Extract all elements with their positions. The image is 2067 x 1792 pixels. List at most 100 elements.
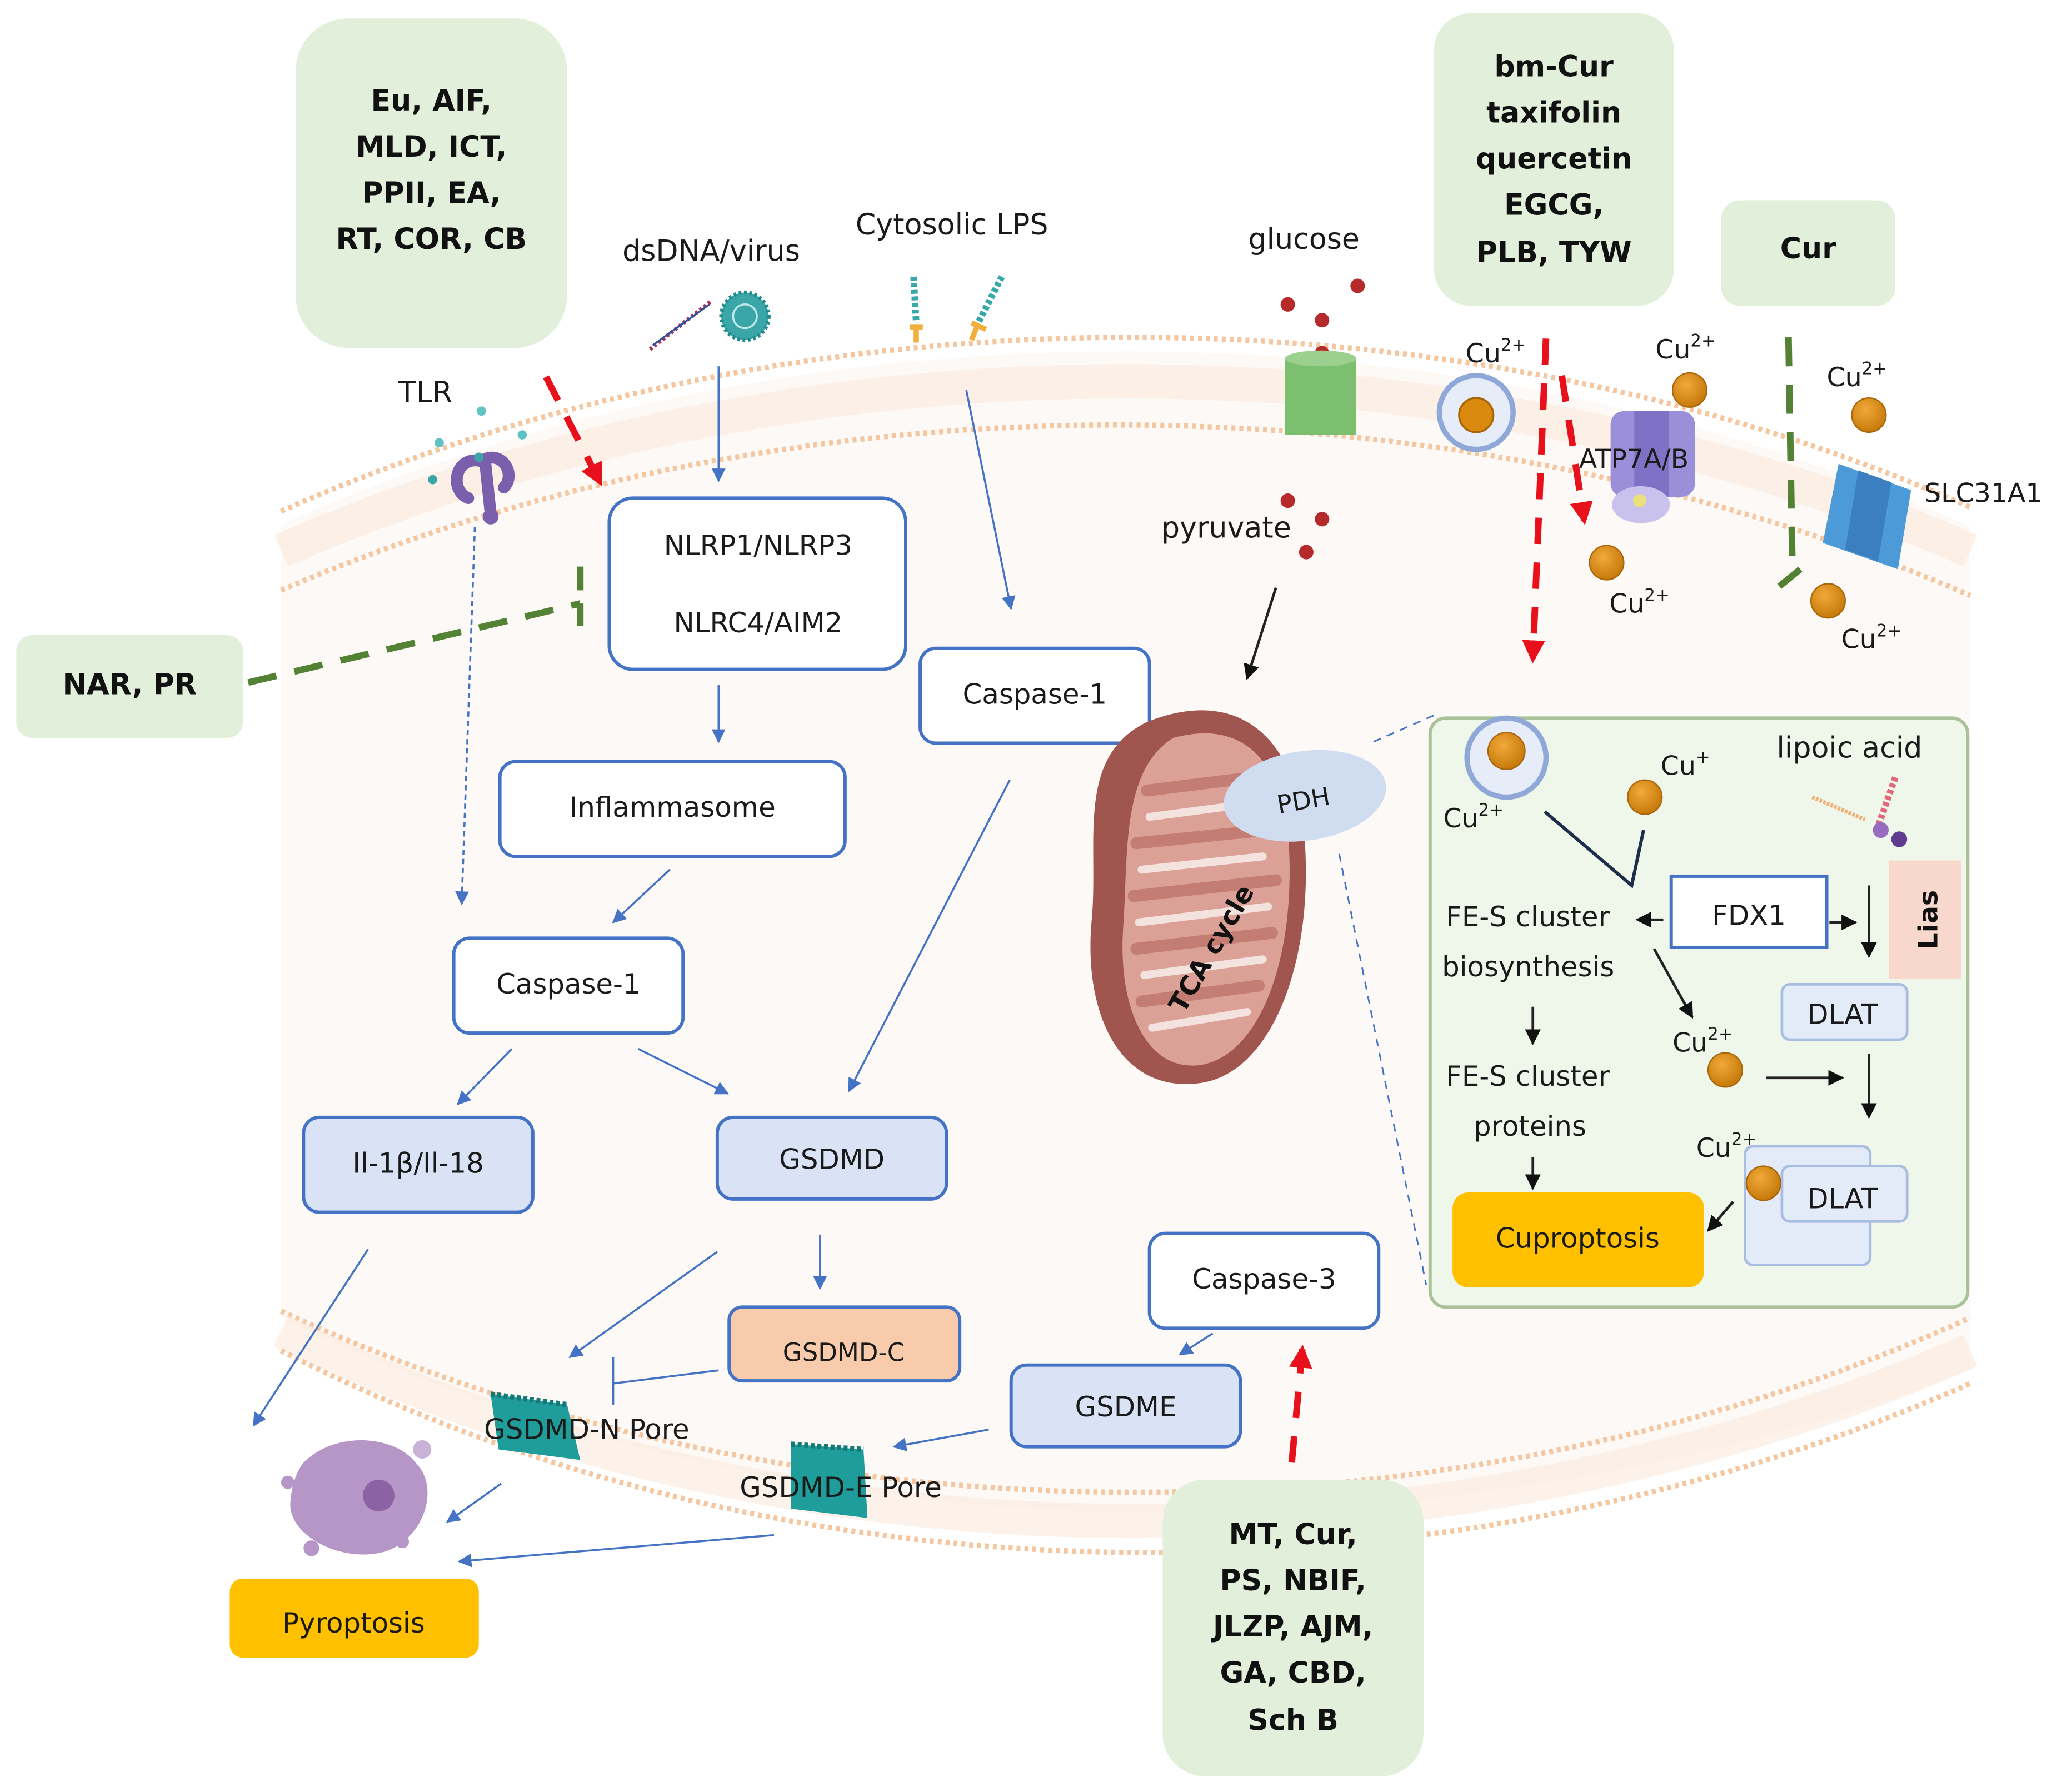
drug-text: MLD, ICT, xyxy=(356,131,507,164)
drug-box-top-left: Eu, AIF, MLD, ICT, PPII, EA, RT, COR, CB xyxy=(296,18,567,348)
fdx1-node[interactable]: FDX1 xyxy=(1669,874,1829,949)
drug-text: Cur xyxy=(1780,232,1836,266)
copper-ion-icon xyxy=(1745,1165,1781,1201)
inhibit-nar-pr xyxy=(247,566,584,686)
lipoic-acid-icon xyxy=(1811,776,1908,847)
slc31a1-transporter-icon xyxy=(1823,463,1911,570)
drug-text: taxifolin xyxy=(1486,97,1621,130)
il-label: Il-1β/Il-18 xyxy=(352,1147,484,1179)
arrow-gsdmd-n-pore xyxy=(568,1251,718,1358)
lps-icon xyxy=(910,275,1005,343)
gsdmd-n-pore-label: GSDMD-N Pore xyxy=(484,1413,690,1445)
arrow-e-pore-pyroptosis xyxy=(457,1534,774,1568)
copper-ion-icon xyxy=(1589,545,1625,581)
arrow-inflammasome-caspase1 xyxy=(612,868,671,924)
lias-node xyxy=(1888,860,1961,979)
gsdmd-e-pore-icon xyxy=(791,1441,868,1518)
cu2-inset-label: Cu2+ xyxy=(1443,800,1504,834)
nlrp-node[interactable]: NLRP1/NLRP3 NLRC4/AIM2 xyxy=(607,496,907,671)
pyruvate-label: pyruvate xyxy=(1161,512,1291,545)
copper-ion-icon xyxy=(1851,397,1887,433)
tlr-label: TLR xyxy=(398,376,452,409)
pyroptosis-outcome[interactable]: Pyroptosis xyxy=(229,1578,479,1658)
gsdmd-e-pore-label: GSDMD-E Pore xyxy=(740,1471,942,1504)
dlat-aggregate-node: DLAT xyxy=(1744,1145,1909,1266)
arrow-lps-caspase1 xyxy=(965,390,1016,610)
promote-arrow-top-right-short xyxy=(1559,375,1593,525)
drug-box-bottom: MT, Cur, PS, NBIF, JLZP, AJM, GA, CBD, S… xyxy=(1162,1479,1424,1776)
glucose-label: glucose xyxy=(1249,223,1360,256)
cuproptosis-panel: Cu2+ Cu+ lipoic acid Lias FDX1 FE-S clus… xyxy=(1428,715,1970,1309)
cu-label-vesicle: Cu2+ xyxy=(1466,335,1526,369)
gsdme-label: GSDME xyxy=(1075,1391,1177,1423)
slc31a1-label: SLC31A1 xyxy=(1924,478,2043,508)
inflammasome-node[interactable]: Inflammasome xyxy=(498,760,847,858)
drug-text: Sch B xyxy=(1247,1704,1339,1738)
caspase1-noncanonical-label: Caspase-1 xyxy=(963,678,1107,710)
fes-bio-line2: biosynthesis xyxy=(1442,951,1614,983)
drug-text: NAR, PR xyxy=(63,668,197,702)
cuproptosis-outcome[interactable]: Cuproptosis xyxy=(1452,1192,1705,1287)
arrow-tlr-caspase1 xyxy=(455,527,476,906)
dsdna-icon xyxy=(648,298,713,351)
gsdmd-n-pore-icon xyxy=(490,1391,581,1460)
glucose-transporter-icon xyxy=(1285,350,1356,435)
arrow-il-out xyxy=(252,1249,369,1427)
caspase3-label: Caspase-3 xyxy=(1192,1263,1336,1295)
drug-text: RT, COR, CB xyxy=(336,223,527,256)
virus-icon xyxy=(719,290,771,342)
cu-label: Cu2+ xyxy=(1609,585,1670,619)
caspase1-noncanonical-node[interactable]: Caspase-1 xyxy=(918,646,1151,745)
reduction-connector xyxy=(1544,810,1645,888)
cu-label: Cu2+ xyxy=(1827,358,1888,392)
zoom-callout-line-bottom xyxy=(1338,853,1427,1285)
inhibit-gsdmd-c xyxy=(613,1369,719,1385)
nlrp-node-line1: NLRP1/NLRP3 xyxy=(664,529,852,561)
lias-label: Lias xyxy=(1914,890,1944,950)
cuproptosis-arrows xyxy=(1525,885,1877,1232)
cu-vesicle-inset-icon xyxy=(1464,715,1549,800)
copper-ion-icon xyxy=(1810,583,1846,619)
zoom-callout-line-top xyxy=(1373,713,1437,743)
drug-text: PPII, EA, xyxy=(362,177,501,210)
caspase3-node[interactable]: Caspase-3 xyxy=(1147,1231,1381,1330)
glucose-molecules xyxy=(1280,278,1365,361)
drug-text: Eu, AIF, xyxy=(371,84,492,118)
atp7-transporter-icon xyxy=(1610,411,1695,523)
copper-ion-icon xyxy=(1707,1052,1743,1088)
gsdmd-label: GSDMD xyxy=(779,1143,885,1175)
drug-text: PLB, TYW xyxy=(1476,236,1632,269)
drug-text: JLZP, AJM, xyxy=(1211,1610,1374,1644)
cu1-label: Cu+ xyxy=(1661,747,1710,781)
drug-box-far-right: Cur xyxy=(1721,200,1895,306)
drug-text: EGCG, xyxy=(1504,189,1604,222)
gsdme-node[interactable]: GSDME xyxy=(1009,1363,1242,1449)
gsdmd-c-node[interactable]: GSDMD-C xyxy=(727,1305,962,1383)
arrow-caspase3-gsdme xyxy=(1179,1332,1214,1356)
drug-text: MT, Cur, xyxy=(1229,1518,1357,1551)
drug-text: quercetin xyxy=(1476,143,1632,176)
cu-label: Cu2+ xyxy=(1841,621,1902,655)
caspase1-canonical-label: Caspase-1 xyxy=(496,968,641,1000)
fdx1-label: FDX1 xyxy=(1712,900,1786,932)
cu2-dlat-label: Cu2+ xyxy=(1696,1130,1757,1164)
gsdmd-node[interactable]: GSDMD xyxy=(715,1115,948,1201)
il-node[interactable]: Il-1β/Il-18 xyxy=(302,1115,535,1214)
tlr-receptor-icon xyxy=(428,406,527,525)
pdh-node[interactable]: PDH xyxy=(1218,740,1392,852)
promote-arrow-top-left xyxy=(543,375,603,487)
cell-membrane-top xyxy=(274,335,1978,598)
promote-arrow-bottom xyxy=(1288,1344,1312,1463)
arrow-caspase1-il xyxy=(456,1048,513,1105)
drug-text: GA, CBD, xyxy=(1220,1656,1366,1690)
cytosolic-lps-label: Cytosolic LPS xyxy=(856,208,1049,242)
pyruvate-molecules xyxy=(1280,493,1330,560)
dlat-aggregate-label: DLAT xyxy=(1807,1183,1878,1215)
arrow-noncanonical-gsdmd xyxy=(848,780,1011,1092)
dlat-node: DLAT xyxy=(1780,983,1909,1041)
cuproptosis-outcome-label: Cuproptosis xyxy=(1496,1222,1660,1255)
drug-text: bm-Cur xyxy=(1494,51,1614,84)
drug-box-left: NAR, PR xyxy=(16,635,243,738)
caspase1-canonical-node[interactable]: Caspase-1 xyxy=(452,936,685,1035)
